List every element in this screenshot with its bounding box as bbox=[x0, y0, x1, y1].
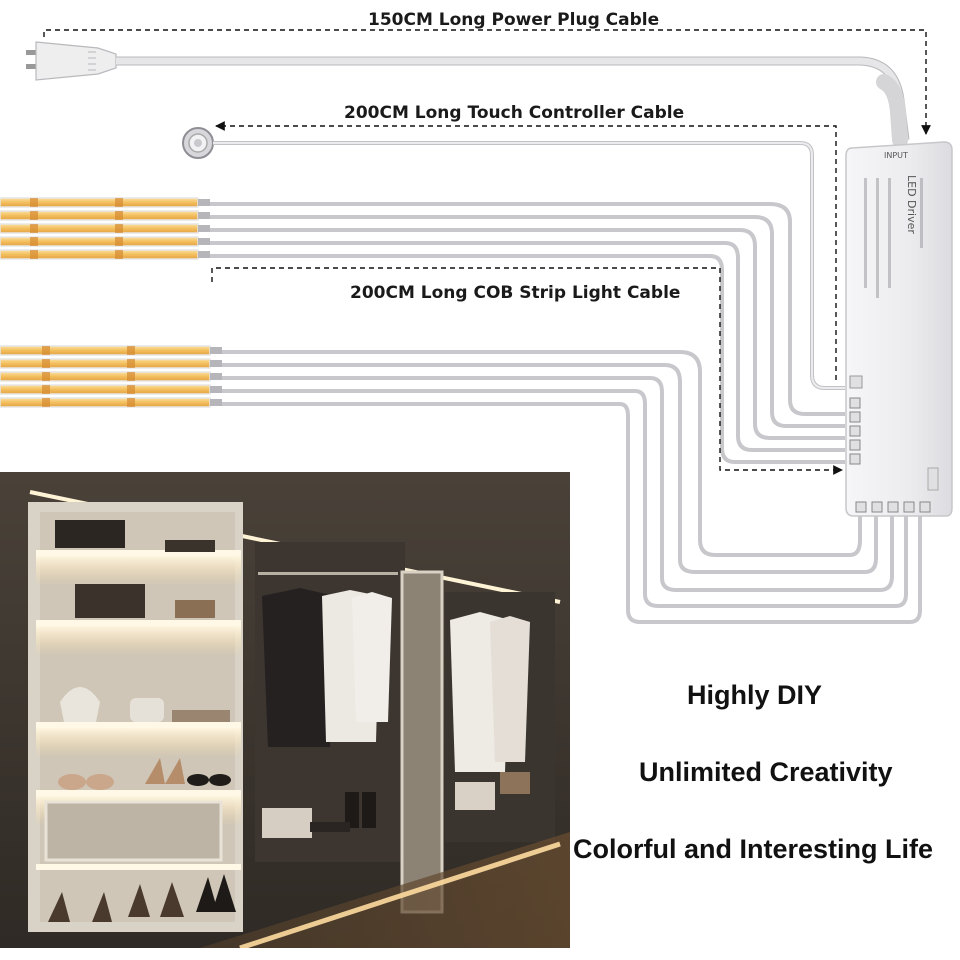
upper-strip-cut-mark bbox=[115, 211, 123, 220]
driver-bottom-port bbox=[903, 501, 915, 513]
upper-strip-4 bbox=[0, 236, 199, 247]
slogan-unlimited-creativity: Unlimited Creativity bbox=[639, 757, 893, 787]
slogan-highly-diy: Highly DIY bbox=[687, 680, 823, 710]
lower-strip-cut-mark bbox=[42, 372, 50, 381]
touch-cable-arrow bbox=[215, 121, 837, 380]
closet-photo bbox=[0, 472, 570, 948]
lower-strip-1 bbox=[0, 345, 211, 356]
cob-cable-arrow bbox=[211, 267, 843, 475]
driver-side-port bbox=[849, 425, 861, 437]
lower-strip-cut-mark bbox=[127, 385, 135, 394]
upper-strip-cables bbox=[210, 202, 845, 464]
lower-strip-cut-mark bbox=[42, 398, 50, 407]
touch-controller-icon bbox=[182, 127, 214, 159]
upper-strip-cut-mark bbox=[115, 237, 123, 246]
upper-strip-cut-mark bbox=[30, 198, 38, 207]
cob-cable-label: 200CM Long COB Strip Light Cable bbox=[350, 283, 681, 303]
upper-strip-5 bbox=[0, 249, 199, 260]
upper-strip-2 bbox=[0, 210, 199, 221]
power-plug-icon bbox=[26, 41, 117, 81]
driver-side-port bbox=[849, 439, 861, 451]
lower-strip-cut-mark bbox=[127, 359, 135, 368]
upper-strip-connector bbox=[198, 225, 210, 232]
lower-strip-cables bbox=[222, 350, 922, 624]
upper-strip-cut-mark bbox=[115, 224, 123, 233]
lower-strip-cut-mark bbox=[127, 398, 135, 407]
upper-strip-cut-mark bbox=[30, 224, 38, 233]
upper-strip-cut-mark bbox=[115, 198, 123, 207]
upper-strip-1 bbox=[0, 197, 199, 208]
led-driver-box: INPUT LED Driver bbox=[845, 141, 953, 517]
driver-side-port bbox=[849, 453, 861, 465]
lower-strip-connector bbox=[210, 399, 222, 406]
driver-side-port bbox=[849, 411, 861, 423]
lower-strip-cut-mark bbox=[42, 385, 50, 394]
lower-strip-2 bbox=[0, 358, 211, 369]
lower-strip-5 bbox=[0, 397, 211, 408]
upper-strip-connector bbox=[198, 238, 210, 245]
driver-title: LED Driver bbox=[905, 175, 918, 234]
upper-strip-3 bbox=[0, 223, 199, 234]
driver-bottom-port bbox=[871, 501, 883, 513]
upper-strip-cut-mark bbox=[30, 250, 38, 259]
slogan-colorful-life: Colorful and Interesting Life bbox=[573, 834, 934, 864]
lower-strip-3 bbox=[0, 371, 211, 382]
touch-cable-label: 200CM Long Touch Controller Cable bbox=[344, 103, 685, 123]
power-cable bbox=[116, 56, 910, 141]
driver-input-label: INPUT bbox=[884, 151, 908, 160]
lower-strip-connector bbox=[210, 360, 222, 367]
lower-strip-cut-mark bbox=[127, 346, 135, 355]
lower-strip-cut-mark bbox=[42, 346, 50, 355]
upper-strip-connector bbox=[198, 199, 210, 206]
lower-strip-cut-mark bbox=[127, 372, 135, 381]
upper-strip-cut-mark bbox=[115, 250, 123, 259]
driver-side-port bbox=[849, 397, 861, 409]
upper-strip-group bbox=[0, 197, 210, 268]
driver-bottom-port bbox=[919, 501, 931, 513]
lower-strip-cut-mark bbox=[42, 359, 50, 368]
lower-strip-4 bbox=[0, 384, 211, 395]
driver-bottom-port bbox=[855, 501, 867, 513]
power-cable-label: 150CM Long Power Plug Cable bbox=[368, 10, 660, 30]
upper-strip-cut-mark bbox=[30, 237, 38, 246]
lower-strip-connector bbox=[210, 373, 222, 380]
upper-strip-connector bbox=[198, 212, 210, 219]
lower-strip-group bbox=[0, 345, 222, 408]
lower-strip-connector bbox=[210, 386, 222, 393]
lower-strip-connector bbox=[210, 347, 222, 354]
driver-bottom-port bbox=[887, 501, 899, 513]
upper-strip-connector bbox=[198, 251, 210, 258]
upper-strip-cut-mark bbox=[30, 211, 38, 220]
power-cable-arrow bbox=[43, 29, 931, 135]
